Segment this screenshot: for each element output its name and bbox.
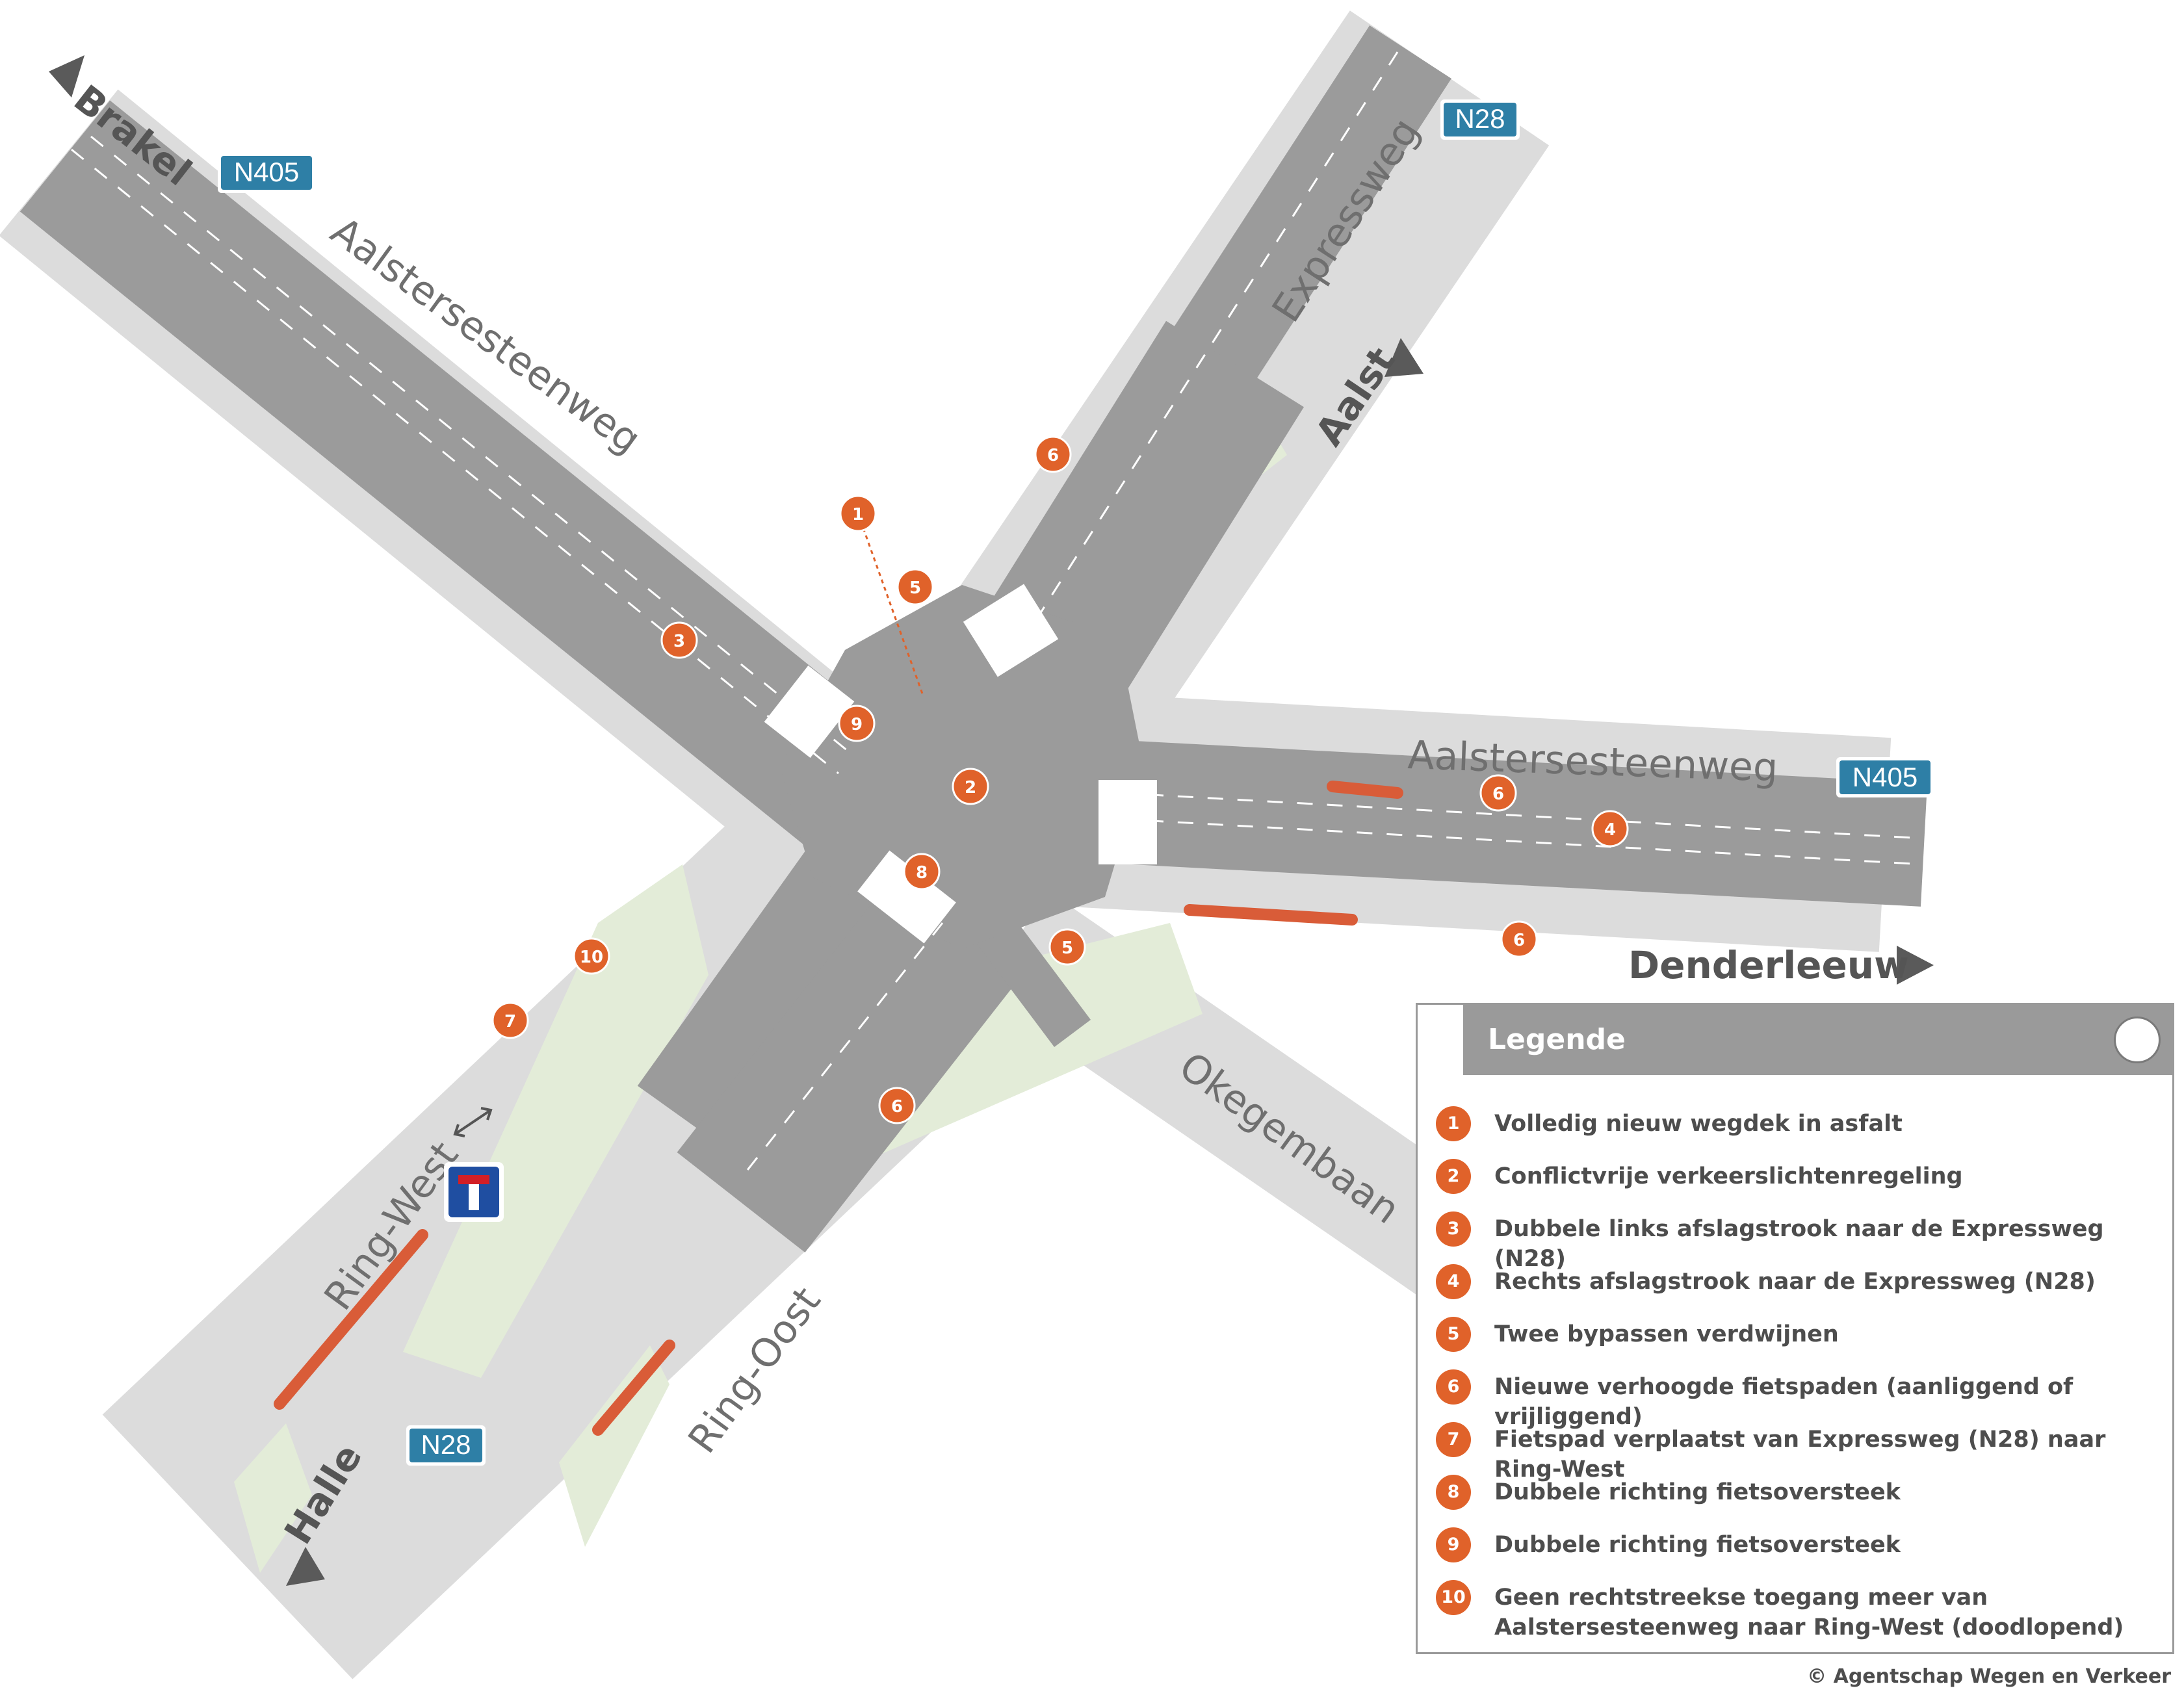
marker-8-label: 8	[916, 863, 928, 883]
marker-6d: 6	[878, 1087, 916, 1124]
marker-3: 3	[660, 621, 698, 659]
marker-2: 2	[952, 768, 989, 805]
marker-1-label: 1	[852, 505, 864, 525]
arrow-brakel-icon	[49, 55, 84, 97]
legend-text: Dubbele richting fietsoversteek	[1494, 1532, 1901, 1558]
marker-1-leader	[857, 513, 924, 696]
badge-n28-top-text: N28	[1455, 103, 1505, 134]
arrow-denderleeuw-icon	[1897, 946, 1934, 985]
marker-9-label: 9	[851, 715, 863, 734]
marker-6c: 6	[1500, 920, 1538, 958]
marker-6c-label: 6	[1513, 931, 1525, 950]
marker-6d-label: 6	[891, 1097, 903, 1117]
legend-text: Volledig nieuw wegdek in asfalt	[1494, 1111, 1903, 1137]
marker-9: 9	[838, 705, 876, 742]
map-markers: 1 2 3 4 5 5 6 6 6 6 7 8 9 10	[491, 435, 1629, 1124]
badge-n405-right: N405	[1836, 757, 1934, 797]
legend-text: Twee bypassen verdwijnen	[1494, 1321, 1839, 1347]
lion-logo-icon	[1418, 1005, 1463, 1075]
marker-3-label: 3	[673, 632, 685, 651]
marker-1: 1	[839, 495, 877, 532]
legend-number: 4	[1436, 1264, 1471, 1299]
badge-n28-bottom-text: N28	[421, 1429, 471, 1460]
marker-6a-label: 6	[1047, 446, 1059, 465]
dead-end-sign-icon	[444, 1162, 504, 1222]
legend-text: Geen rechtstreekse toegang meer van Aals…	[1494, 1585, 2124, 1640]
two-way-arrow-icon	[453, 1107, 493, 1137]
legend-number: 9	[1436, 1527, 1471, 1562]
legend-number: 2	[1436, 1159, 1471, 1194]
marker-5a-label: 5	[909, 578, 921, 598]
legend-number: 6	[1436, 1369, 1471, 1405]
marker-5a: 5	[896, 568, 934, 606]
marker-6b-label: 6	[1492, 784, 1504, 804]
legend-number: 10	[1436, 1580, 1471, 1615]
marker-7-label: 7	[504, 1012, 516, 1031]
compass-icon	[2114, 1017, 2161, 1063]
arrow-halle-icon	[286, 1547, 325, 1586]
marker-6b: 6	[1479, 774, 1517, 812]
legend-number: 1	[1436, 1106, 1471, 1141]
legend-number: 7	[1436, 1422, 1471, 1457]
legend-text: Nieuwe verhoogde fietspaden (aanliggend …	[1494, 1374, 2074, 1430]
marker-10: 10	[573, 937, 610, 975]
legend-number: 8	[1436, 1475, 1471, 1510]
marker-5b: 5	[1048, 928, 1086, 966]
lane-markings	[71, 51, 1925, 1171]
badge-n405-right-text: N405	[1852, 762, 1918, 792]
legend-panel: Legende 1 Volledig nieuw wegdek in asfalt…	[1416, 1003, 2174, 1654]
legend-number: 5	[1436, 1317, 1471, 1352]
badge-n405-left-text: N405	[234, 157, 299, 187]
legend-header: Legende	[1418, 1005, 2172, 1075]
badge-n28-bottom: N28	[406, 1425, 486, 1466]
arrow-aalst-icon	[1384, 338, 1424, 377]
marker-4: 4	[1591, 810, 1629, 848]
badge-n405-left: N405	[218, 153, 315, 193]
legend-text: Fietspad verplaatst van Expressweg (N28)…	[1494, 1427, 2106, 1483]
marker-4-label: 4	[1604, 820, 1616, 840]
marker-7: 7	[491, 1002, 529, 1039]
legend-title: Legende	[1488, 1023, 1626, 1056]
legend-number: 3	[1436, 1211, 1471, 1247]
legend-text: Conflictvrije verkeerslichtenregeling	[1494, 1163, 1963, 1189]
legend-text: Dubbele links afslagstrook naar de Expre…	[1494, 1216, 2104, 1272]
dest-denderleeuw: Denderleeuw	[1628, 943, 1909, 987]
marker-2-label: 2	[965, 778, 976, 797]
marker-10-label: 10	[580, 948, 603, 967]
junction-core	[780, 585, 1144, 949]
marker-6a: 6	[1034, 435, 1072, 473]
copyright: © Agentschap Wegen en Verkeer	[1807, 1665, 2171, 1688]
marker-8: 8	[903, 853, 941, 890]
bike-paths	[274, 781, 1403, 1436]
marker-5b-label: 5	[1061, 939, 1073, 958]
badge-n28-top: N28	[1440, 99, 1520, 140]
legend-text: Rechts afslagstrook naar de Expressweg (…	[1494, 1269, 2096, 1295]
legend-text: Dubbele richting fietsoversteek	[1494, 1479, 1901, 1505]
crosswalks	[764, 584, 1157, 944]
